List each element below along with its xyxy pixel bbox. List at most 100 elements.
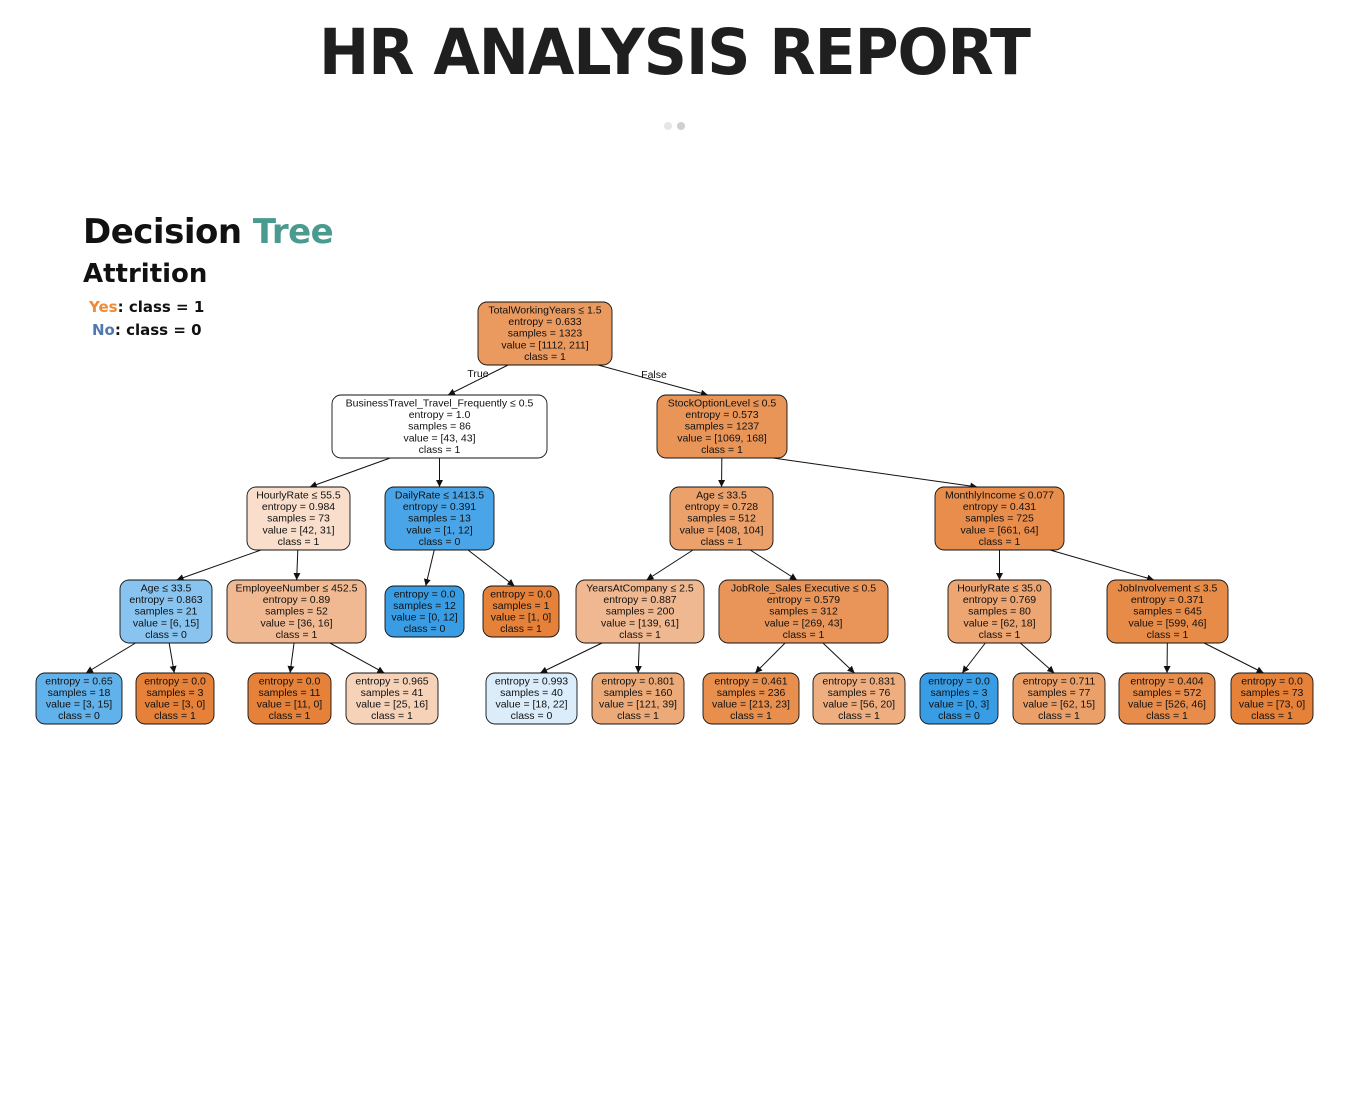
tree-edges bbox=[85, 364, 1264, 674]
tree-node-class: class = 1 bbox=[278, 536, 320, 548]
tree-edge-n1-n3 bbox=[309, 457, 391, 488]
tree-node-value: value = [56, 20] bbox=[823, 699, 895, 711]
legend-no-text: : class = 0 bbox=[114, 321, 202, 339]
tree-node-entropy: entropy = 0.831 bbox=[822, 675, 895, 687]
tree-node-class: class = 1 bbox=[1146, 710, 1188, 722]
tree-node-box bbox=[919, 672, 999, 725]
page-dot-1[interactable] bbox=[664, 122, 672, 130]
tree-node-entropy: entropy = 0.404 bbox=[1130, 675, 1203, 687]
tree-node-samples: samples = 200 bbox=[606, 606, 675, 618]
tree-edge-n6-n14 bbox=[1049, 549, 1155, 582]
tree-node-entropy: entropy = 0.993 bbox=[495, 675, 568, 687]
tree-node-entropy: entropy = 0.965 bbox=[355, 675, 428, 687]
tree-node-value: value = [526, 46] bbox=[1128, 699, 1206, 711]
tree-node-value: value = [0, 3] bbox=[929, 699, 989, 711]
tree-node-class: class = 1 bbox=[524, 351, 566, 363]
legend-no-word: No bbox=[92, 321, 115, 339]
tree-node-split: JobRole_Sales Executive ≤ 0.5 bbox=[731, 583, 876, 595]
tree-node-value: value = [661, 64] bbox=[961, 524, 1039, 536]
tree-node-samples: samples = 77 bbox=[1028, 687, 1091, 699]
tree-node-split: BusinessTravel_Travel_Frequently ≤ 0.5 bbox=[346, 398, 534, 410]
tree-node-samples: samples = 21 bbox=[135, 606, 198, 618]
tree-node-box bbox=[246, 486, 351, 551]
tree-edge-n5-n12 bbox=[749, 549, 798, 581]
tree-node-value: value = [0, 12] bbox=[391, 612, 457, 624]
tree-edge-n0-n2 bbox=[597, 364, 708, 397]
tree-node-entropy: entropy = 0.801 bbox=[601, 675, 674, 687]
tree-node-samples: samples = 3 bbox=[147, 687, 204, 699]
tree-node-value: value = [62, 18] bbox=[963, 617, 1035, 629]
tree-node-value: value = [1, 12] bbox=[406, 524, 472, 536]
tree-node-split: HourlyRate ≤ 35.0 bbox=[957, 583, 1042, 595]
tree-node-class: class = 1 bbox=[838, 710, 880, 722]
tree-node-class: class = 1 bbox=[1038, 710, 1080, 722]
tree-node-box bbox=[35, 672, 123, 725]
tree-node-entropy: entropy = 0.431 bbox=[963, 501, 1036, 513]
tree-node-class: class = 1 bbox=[1251, 710, 1293, 722]
tree-node-value: value = [599, 46] bbox=[1129, 617, 1207, 629]
tree-node-box bbox=[384, 486, 495, 551]
tree-node-box bbox=[947, 579, 1052, 644]
tree-node-samples: samples = 52 bbox=[265, 606, 328, 618]
edge-label-true: True bbox=[467, 368, 488, 380]
tree-node-entropy: entropy = 0.461 bbox=[714, 675, 787, 687]
tree-node-split: EmployeeNumber ≤ 452.5 bbox=[236, 583, 358, 595]
tree-node-box bbox=[135, 672, 215, 725]
tree-edge-n2-n6 bbox=[772, 457, 978, 490]
tree-node-box bbox=[384, 585, 465, 638]
tree-edge-n4-n9 bbox=[423, 549, 435, 587]
page-dot-2[interactable] bbox=[677, 122, 685, 130]
tree-node-class: class = 1 bbox=[979, 536, 1021, 548]
legend-no-row: No: class = 0 bbox=[89, 319, 204, 342]
class-legend: Yes: class = 1 No: class = 0 bbox=[89, 296, 204, 342]
legend-yes-word: Yes bbox=[89, 298, 118, 316]
tree-node-entropy: entropy = 0.0 bbox=[259, 675, 321, 687]
tree-node-class: class = 1 bbox=[371, 710, 413, 722]
tree-node-class: class = 1 bbox=[730, 710, 772, 722]
tree-node-samples: samples = 1 bbox=[493, 600, 550, 612]
tree-node-value: value = [25, 16] bbox=[356, 699, 428, 711]
tree-node-value: value = [42, 31] bbox=[262, 524, 334, 536]
tree-node-entropy: entropy = 0.711 bbox=[1023, 675, 1096, 687]
tree-node-samples: samples = 645 bbox=[1133, 606, 1202, 618]
tree-edge-n3-n8 bbox=[293, 549, 301, 581]
tree-node-box bbox=[669, 486, 774, 551]
tree-node-value: value = [73, 0] bbox=[1239, 699, 1305, 711]
tree-node-samples: samples = 12 bbox=[393, 600, 456, 612]
tree-node-box bbox=[1118, 672, 1216, 725]
legend-yes-text: : class = 1 bbox=[117, 298, 205, 316]
tree-node-entropy: entropy = 0.573 bbox=[685, 409, 758, 421]
tree-node-class: class = 1 bbox=[1147, 629, 1189, 641]
tree-edge-n11-n20 bbox=[634, 642, 642, 674]
edge-label-false: False bbox=[641, 369, 667, 381]
tree-node-box bbox=[1012, 672, 1106, 725]
tree-node-class: class = 0 bbox=[511, 710, 553, 722]
tree-node-split: DailyRate ≤ 1413.5 bbox=[395, 490, 484, 502]
tree-edge-n8-n18 bbox=[329, 642, 385, 674]
section-title: Decision Tree bbox=[83, 212, 334, 252]
tree-edge-n13-n23 bbox=[961, 642, 986, 674]
tree-node-samples: samples = 572 bbox=[1133, 687, 1202, 699]
section-title-main: Decision bbox=[83, 212, 253, 252]
tree-node-samples: samples = 76 bbox=[828, 687, 891, 699]
tree-node-class: class = 1 bbox=[701, 444, 743, 456]
tree-node-class: class = 0 bbox=[419, 536, 461, 548]
tree-node-split: MonthlyIncome ≤ 0.077 bbox=[945, 490, 1054, 502]
tree-edge-n4-n10 bbox=[467, 549, 515, 587]
tree-node-split: Age ≤ 33.5 bbox=[696, 490, 747, 502]
tree-node-box bbox=[485, 672, 578, 725]
